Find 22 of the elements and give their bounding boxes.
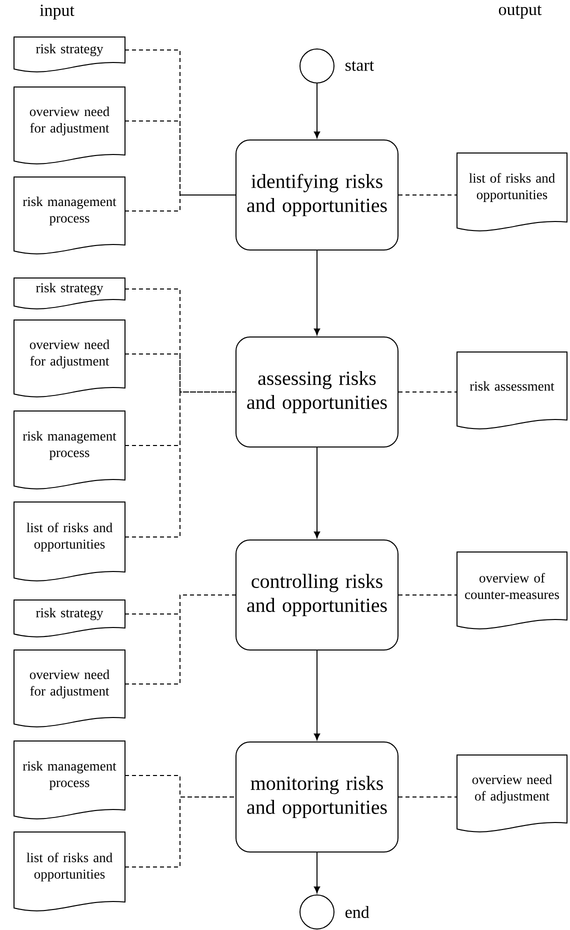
- flow-arrow: [314, 250, 320, 336]
- column-heading: output: [498, 5, 542, 19]
- dashed-connector: [124, 796, 236, 868]
- dashed-connector: [124, 120, 236, 196]
- process-box: assessing risks and opportunities: [236, 336, 398, 448]
- circle-label: start: [346, 61, 374, 71]
- flow-arrow: [314, 83, 320, 138]
- column-heading: input: [40, 4, 74, 20]
- flow-arrow: [314, 852, 320, 894]
- dashed-connector: [398, 594, 458, 596]
- process-box: identifying risks and opportunities: [236, 140, 398, 250]
- dashed-connector: [398, 796, 458, 798]
- process-box: monitoring risks and opportunities: [236, 742, 398, 852]
- dashed-connector: [124, 194, 236, 212]
- dashed-connector: [124, 392, 236, 538]
- flow-arrow: [314, 650, 320, 740]
- process-box: controlling risks and opportunities: [236, 540, 398, 650]
- circle-label: end: [345, 906, 370, 918]
- flow-arrow: [314, 447, 320, 538]
- dashed-connector: [124, 50, 236, 196]
- dashed-connector: [124, 594, 236, 684]
- dashed-connector: [398, 194, 458, 196]
